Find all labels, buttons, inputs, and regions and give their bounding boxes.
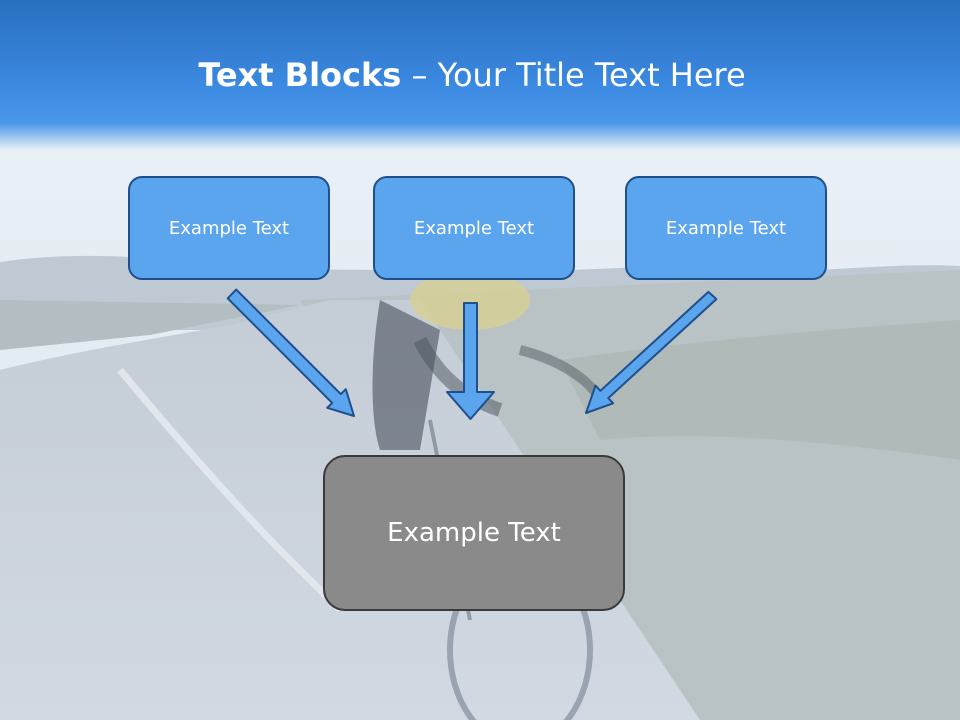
- text-box-bottom-label: Example Text: [387, 518, 561, 548]
- title-bold-part: Text Blocks: [198, 56, 402, 94]
- text-box-top-right: Example Text: [625, 176, 827, 280]
- title-dash: –: [401, 56, 438, 94]
- text-box-bottom: Example Text: [323, 455, 625, 611]
- text-box-top-center-label: Example Text: [413, 217, 535, 239]
- text-box-top-right-label: Example Text: [665, 217, 787, 239]
- title-band: [0, 0, 960, 150]
- text-box-top-center: Example Text: [373, 176, 575, 280]
- text-box-top-left-label: Example Text: [168, 217, 290, 239]
- slide-title: Text Blocks – Your Title Text Here: [0, 52, 944, 98]
- text-box-top-left: Example Text: [128, 176, 330, 280]
- title-rest-part: Your Title Text Here: [437, 56, 746, 94]
